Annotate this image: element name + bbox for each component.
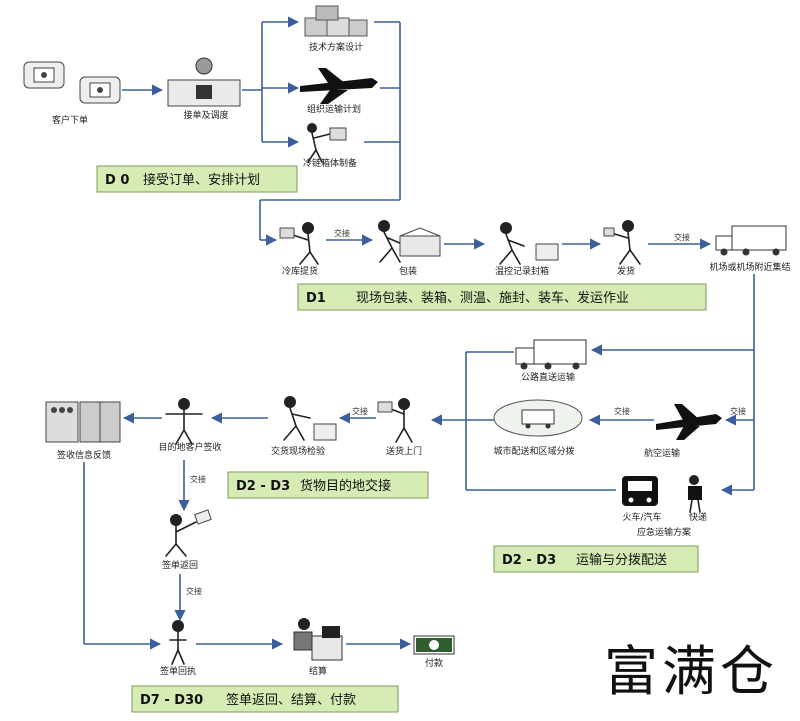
worker-packing-icon	[378, 220, 441, 263]
truck-icon	[515, 339, 587, 370]
svg-text:D1: D1	[306, 291, 326, 306]
node-express: 快递	[689, 511, 707, 523]
node-temp-seal: 温控记录封箱	[495, 265, 549, 277]
stage-d0: D 0 接受订单、安排计划	[96, 165, 298, 193]
worker-sealing-icon	[499, 222, 559, 265]
worker-carrying-icon	[279, 222, 319, 265]
node-customer-order: 客户下单	[52, 114, 88, 126]
worker-proof-icon	[169, 620, 187, 665]
node-info-system: 签收信息反馈	[57, 449, 111, 461]
node-container-make: 冷链箱体制备	[303, 157, 357, 169]
handover-label: 交接	[334, 228, 350, 238]
svg-text:接受订单、安排计划: 接受订单、安排计划	[143, 172, 260, 188]
node-deliver: 送货上门	[386, 445, 422, 457]
brand-watermark: 富满仓	[604, 640, 778, 703]
node-settlement: 结算	[309, 665, 327, 677]
handover-label: 交接	[614, 406, 630, 416]
dispatcher-icon	[167, 57, 241, 107]
svg-text:D2 - D3: D2 - D3	[502, 553, 556, 568]
accountant-desk-icon	[293, 618, 343, 661]
worker-sign-icon	[165, 509, 212, 557]
node-site-pickup: 冷库提货	[282, 265, 318, 277]
stage-d2-distribution: D2 - D3 运输与分拨配送	[493, 545, 699, 573]
node-order-dispatch: 接单及调度	[183, 109, 228, 121]
svg-text:现场包装、装箱、测温、施封、装车、发运作业: 现场包装、装箱、测温、施封、装车、发运作业	[356, 290, 629, 306]
phone-icon	[23, 61, 65, 89]
handover-label: 交接	[352, 406, 368, 416]
airplane-icon	[300, 68, 378, 104]
node-tech-plan: 技术方案设计	[309, 41, 363, 53]
server-cabinet-icon	[45, 401, 121, 443]
phone-icon	[79, 76, 121, 104]
worker-inspect-icon	[283, 396, 337, 441]
node-sign-return: 签单返回	[162, 559, 198, 571]
handover-label: 交接	[674, 232, 690, 242]
node-special-plan: 应急运输方案	[637, 526, 691, 538]
node-air-transport: 航空运输	[644, 447, 680, 459]
handover-label: 交接	[186, 586, 202, 596]
worker-deliver-icon	[377, 398, 413, 443]
worker-icon	[307, 123, 347, 163]
node-sign-proof: 签单回执	[160, 665, 196, 677]
node-transport-plan: 组织运输计划	[307, 103, 361, 115]
node-road-transport: 公路直送运输	[521, 371, 575, 383]
svg-text:D2 - D3: D2 - D3	[236, 479, 290, 494]
train-icon	[622, 476, 658, 506]
svg-text:D7 - D30: D7 - D30	[140, 693, 203, 708]
node-train-vehicle: 火车/汽车	[622, 511, 661, 523]
node-destination-receive: 目的地客户签收	[158, 441, 221, 453]
city-hub-icon	[493, 399, 583, 437]
node-ship: 发货	[617, 265, 635, 277]
boxes-icon	[304, 5, 368, 37]
node-city-hub: 城市配送和区域分拨	[493, 445, 574, 457]
node-payment: 付款	[425, 657, 443, 669]
node-packing: 包装	[399, 265, 417, 277]
courier-icon	[688, 475, 702, 513]
svg-text:签单返回、结算、付款: 签单返回、结算、付款	[226, 692, 356, 708]
node-to-airport: 机场或机场附近集结	[709, 261, 790, 273]
handover-label: 交接	[730, 406, 746, 416]
airplane-icon	[656, 404, 722, 440]
svg-text:货物目的地交接: 货物目的地交接	[300, 478, 391, 494]
svg-text:D 0: D 0	[105, 173, 129, 188]
worker-shipping-icon	[603, 220, 641, 265]
stage-d7: D7 - D30 签单返回、结算、付款	[131, 685, 399, 713]
handover-label: 交接	[190, 474, 206, 484]
payment-note-icon	[413, 635, 455, 655]
node-handover-check: 交货现场检验	[271, 445, 325, 457]
truck-icon	[715, 225, 787, 256]
stage-d2-destination: D2 - D3 货物目的地交接	[227, 471, 429, 499]
receiver-figure-icon	[165, 398, 203, 445]
svg-text:运输与分拨配送: 运输与分拨配送	[576, 552, 667, 568]
stage-d1: D1 现场包装、装箱、测温、施封、装车、发运作业	[297, 283, 707, 311]
